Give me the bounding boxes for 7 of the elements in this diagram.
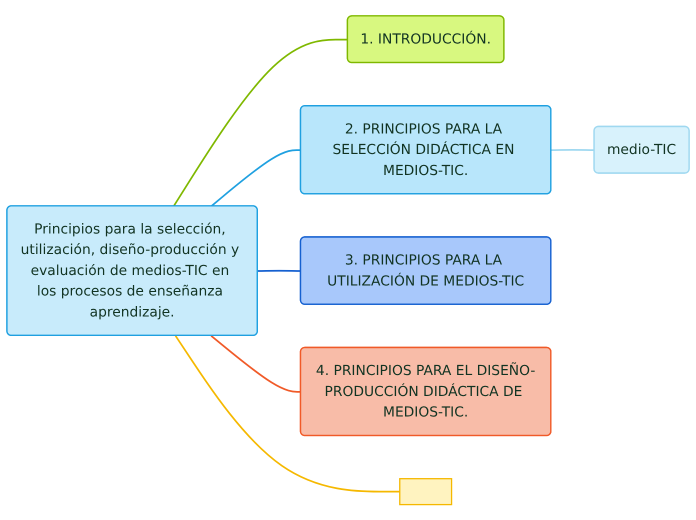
node-box <box>399 478 452 505</box>
connector <box>172 38 348 206</box>
connector <box>174 335 400 492</box>
connector <box>551 148 594 151</box>
connector <box>210 334 301 393</box>
connector <box>210 148 301 207</box>
connector <box>258 270 301 272</box>
